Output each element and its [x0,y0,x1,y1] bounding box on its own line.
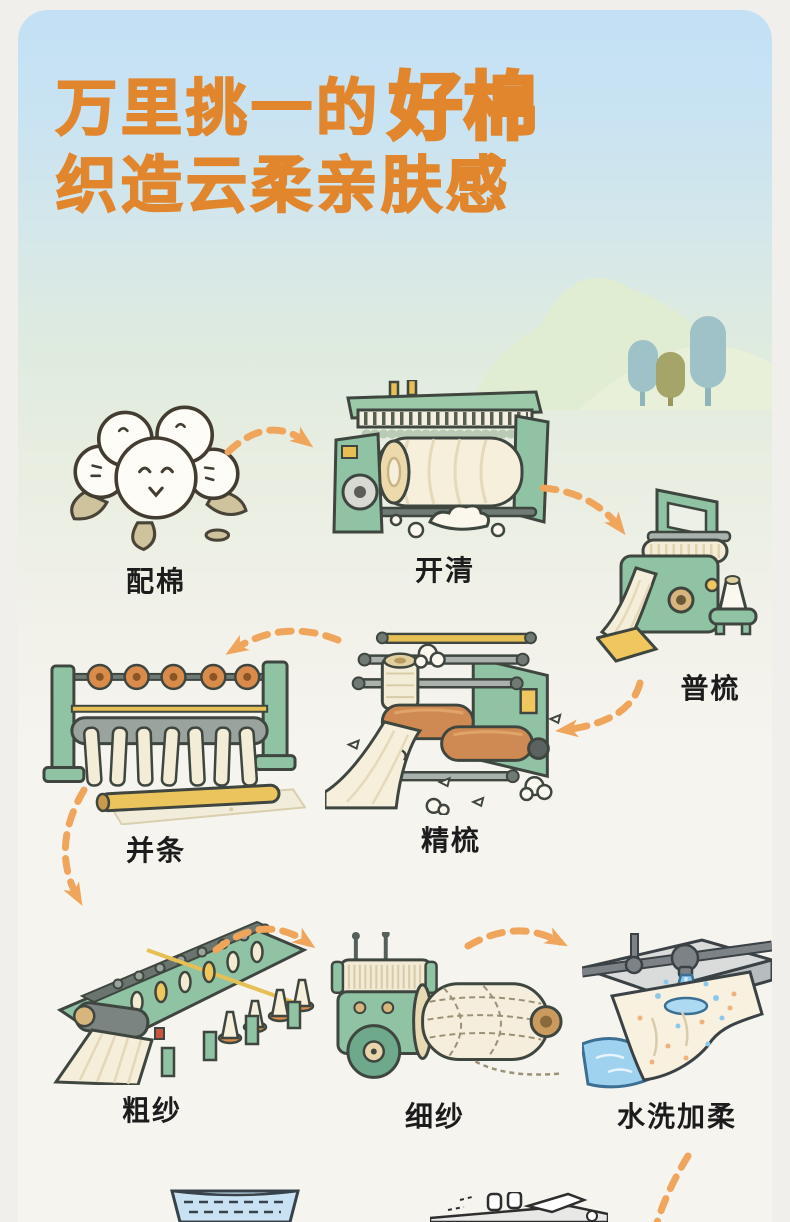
fine-spinning-machine-illustration [330,932,563,1079]
hills-scenery-illustration [468,277,772,410]
step-label: 细纱 [404,1101,465,1133]
carding-machine-illustration [596,488,758,663]
step-label: 粗纱 [121,1095,182,1126]
title-regular-text: 万里挑一的 [55,73,382,143]
title-emphasis-text: 好棉 [387,67,540,148]
step-cotton-blending: 配棉 [64,392,248,600]
step-drawing: 并条 [42,650,306,869]
step-roving: 粗纱 [52,910,322,1129]
step-carding: 普梳 [596,488,771,707]
step-combing: 精梳 [325,628,577,859]
opening-cleaning-machine-illustration [332,380,550,539]
step-label: 配棉 [125,565,186,597]
drawing-frame-machine-illustration [42,660,306,826]
washing-softening-illustration [582,933,772,1089]
combing-machine-illustration [325,631,562,815]
title-line2: 织造云柔亲肤感 [55,150,512,220]
page-title: 万里挑一的好棉 织造云柔亲肤感 [55,66,539,224]
cotton-flowers-illustration [70,405,248,552]
machine-sketch-illustration-partial [430,1192,608,1222]
step-opening-cleaning: 开清 [330,380,560,589]
step-label: 精梳 [420,824,481,856]
step-label: 开清 [414,555,475,586]
step-label: 水洗加柔 [616,1101,737,1132]
step-fine-spinning: 细纱 [326,932,570,1135]
step-washing-softening: 水洗加柔 [582,926,772,1135]
step-label: 普梳 [680,673,741,704]
title-line1: 万里挑一的好棉 [55,67,539,148]
roving-machine-illustration [53,920,315,1085]
basin-illustration-partial [170,1189,300,1222]
step-label: 并条 [125,835,186,867]
